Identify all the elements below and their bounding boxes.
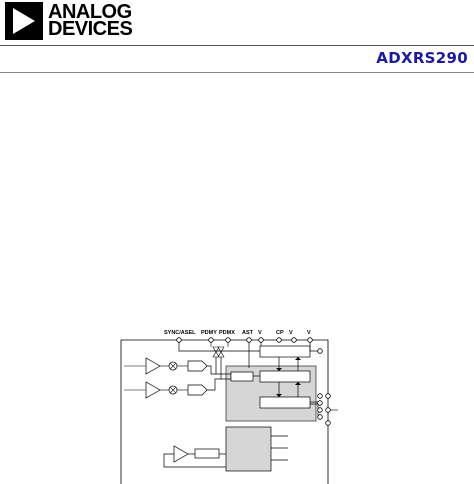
pin-label-ast: AST [242,330,254,336]
header-divider-bottom [0,72,474,73]
control-block-top [259,345,311,358]
header-divider-top [0,45,474,46]
pin-label-pdmx: PDMX [219,330,235,336]
pin-label-v-1: V [258,330,262,336]
functional-block-diagram: SYNC/ASEL PDMY PDMX AST V CP V V [120,330,338,484]
amplifier-bottom-icon [145,381,161,399]
mixer-top-icon [168,361,178,371]
pin-label-pdmy: PDMY [201,330,217,336]
lower-wires [163,435,288,468]
adc-bottom [187,384,208,396]
pin-label-cp: CP [276,330,284,336]
control-block-bottom [259,396,311,409]
drive-filter-block [194,448,220,459]
filter-block [230,371,254,382]
amplifier-top-icon [145,357,161,375]
reference-block [225,426,272,472]
part-number: ADXRS290 [376,49,468,67]
brand-line-1: ANALOG [48,1,132,23]
control-block-middle [259,370,311,383]
logo-triangle-icon [5,2,43,40]
pin-label-sync-asel: SYNC/ASEL [164,330,196,336]
brand-line-2: DEVICES [48,18,133,40]
analog-devices-logo: ANALOG DEVICES [5,1,165,41]
pin-label-v-2: V [289,330,293,336]
pdm-buffers [212,346,225,358]
side-pins [317,348,331,426]
brand-name: ANALOG DEVICES [48,1,133,40]
arrow-heads [276,357,301,397]
mixer-bottom-icon [168,385,178,395]
signal-wires [178,342,322,416]
adc-top [187,360,208,372]
drive-amplifier-icon [173,445,189,463]
pin-label-v-3: V [307,330,311,336]
